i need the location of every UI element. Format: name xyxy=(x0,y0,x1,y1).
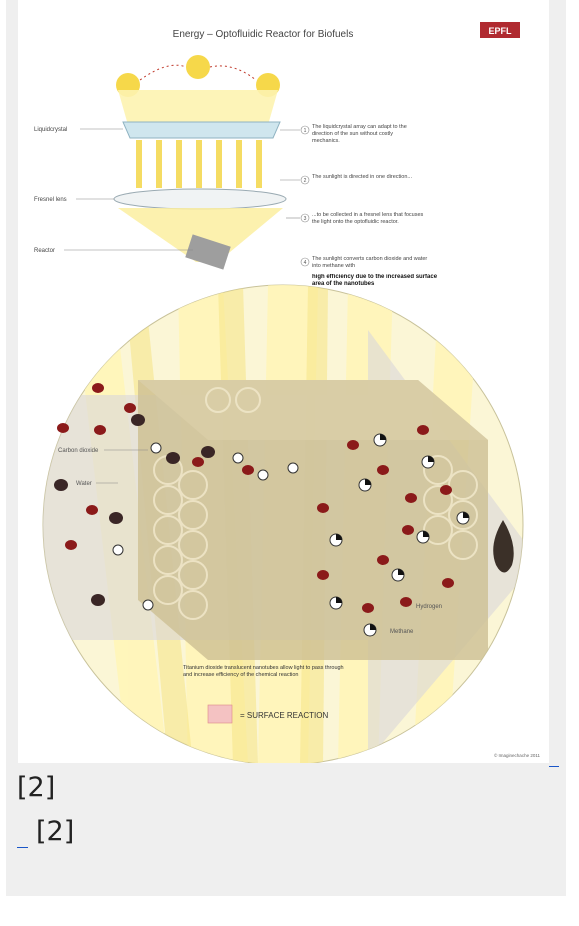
liquidcrystal-panel xyxy=(122,121,281,139)
surface-reaction-swatch xyxy=(207,704,233,724)
step-4-text: The sunlight converts carbon dioxide and… xyxy=(312,256,428,269)
step-3-text: ...to be collected in a fresnel lens tha… xyxy=(312,212,424,225)
citation-row: [2] xyxy=(17,816,74,848)
methane-drop-icon xyxy=(493,520,514,573)
nanotube-note: Titanium dioxide translucent nanotubes a… xyxy=(183,665,344,678)
fresnel-lens xyxy=(113,188,287,210)
legend-surface-reaction: = SURFACE REACTION xyxy=(240,711,328,720)
label-liquidcrystal: Liquidcrystal xyxy=(34,127,67,133)
label-hydrogen: Hydrogen xyxy=(416,604,442,610)
nanotube-array xyxy=(138,380,488,660)
step-4-num: 4 xyxy=(304,260,307,266)
citation-ref-1[interactable]: [2] xyxy=(17,772,56,803)
step-2-num: 2 xyxy=(304,178,307,184)
step-3-num: 3 xyxy=(304,216,307,222)
efficiency-highlight: high efficiency due to the increased sur… xyxy=(312,274,438,287)
label-water: Water xyxy=(76,481,92,487)
step-1-text: The liquidcrystal array can adapt to the… xyxy=(312,124,407,144)
label-reactor: Reactor xyxy=(34,248,55,254)
infographic-title: Energy – Optofluidic Reactor for Biofuel… xyxy=(173,29,354,40)
step-1-num: 1 xyxy=(304,128,307,134)
reactor-block xyxy=(185,234,231,270)
focus-cone xyxy=(118,208,283,262)
label-fresnel-lens: Fresnel lens xyxy=(34,197,67,203)
closeup-contents xyxy=(43,285,523,763)
light-cone xyxy=(118,90,278,125)
label-carbon-dioxide: Carbon dioxide xyxy=(58,448,99,454)
citation-link[interactable] xyxy=(17,823,28,848)
molecules xyxy=(54,383,514,637)
epfl-logo xyxy=(480,22,520,38)
image-link[interactable] xyxy=(549,752,559,767)
logo-text: EPFL xyxy=(488,26,512,36)
reactor-infographic[interactable]: Energy – Optofluidic Reactor for Biofuel… xyxy=(18,0,549,763)
image-credit: © Imaginechache 2011 xyxy=(494,752,541,758)
step-2-text: The sunlight is directed in one directio… xyxy=(312,174,412,180)
citation-ref-2[interactable]: [2] xyxy=(36,816,75,847)
label-methane: Methane xyxy=(390,629,414,635)
light-rays xyxy=(136,140,262,188)
